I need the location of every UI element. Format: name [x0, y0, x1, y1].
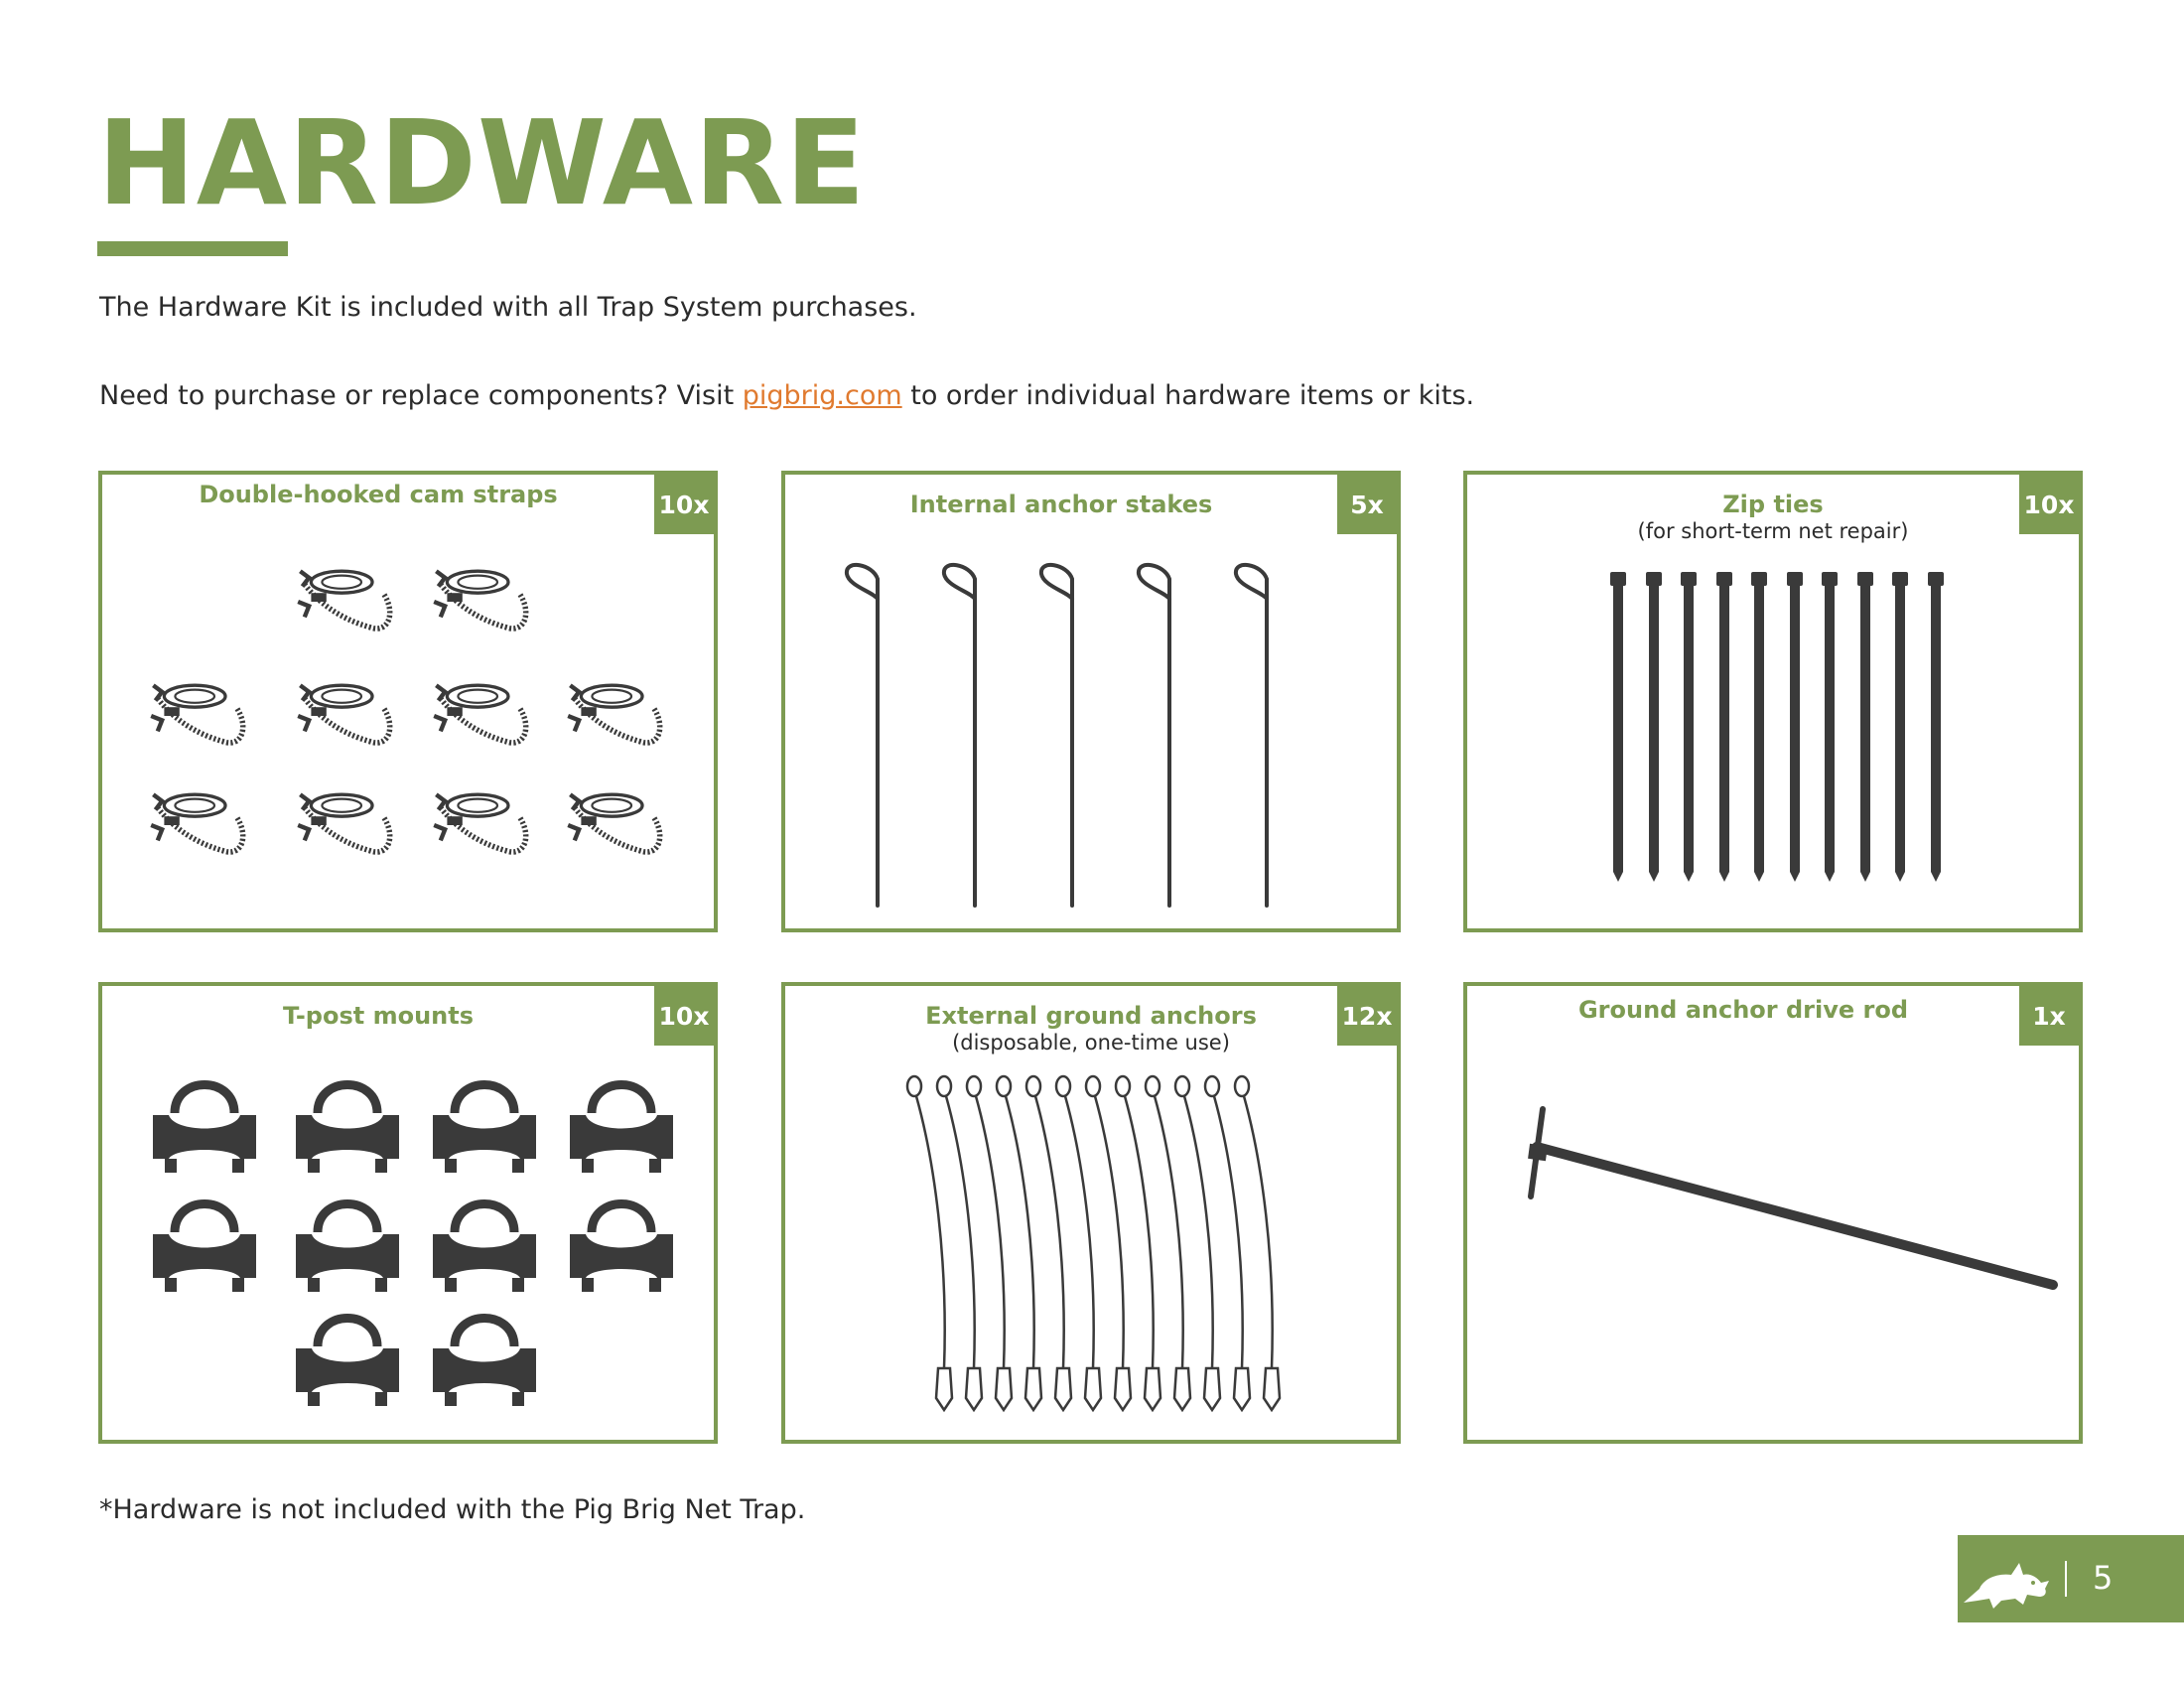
quantity-badge: 10x	[654, 986, 714, 1046]
quantity-badge: 10x	[654, 475, 714, 534]
intro-purchase-text: Need to purchase or replace components? …	[99, 380, 1474, 411]
card-title: Double-hooked cam straps	[199, 481, 558, 508]
ground-anchor-icon	[905, 1074, 1282, 1412]
card-subtitle: (disposable, one-time use)	[952, 1031, 1230, 1055]
card-t-post-mounts: T-post mounts 10x	[98, 982, 718, 1444]
running-pig-logo-icon	[1964, 1563, 2049, 1609]
title-underline	[97, 241, 288, 256]
quantity-badge: 12x	[1337, 986, 1397, 1046]
card-title: Zip ties	[1722, 491, 1824, 518]
page-number: 5	[2093, 1559, 2114, 1597]
card-internal-anchor-stakes: Internal anchor stakes 5x	[781, 471, 1401, 932]
zip-tie-icon	[1610, 572, 1944, 882]
page-footer: 5	[1958, 1535, 2184, 1622]
card-subtitle: (for short-term net repair)	[1637, 519, 1909, 543]
cam-strap-icon	[102, 475, 714, 928]
anchor-stake-icon	[845, 563, 1269, 908]
card-title: Ground anchor drive rod	[1577, 996, 1909, 1024]
intro-purchase-after: to order individual hardware items or ki…	[901, 380, 1475, 411]
drive-rod-icon	[1528, 1106, 2058, 1290]
card-zip-ties: Zip ties (for short-term net repair) 10x	[1463, 471, 2083, 932]
intro-text: The Hardware Kit is included with all Tr…	[99, 292, 917, 323]
footnote: *Hardware is not included with the Pig B…	[99, 1494, 806, 1525]
card-title: Internal anchor stakes	[909, 491, 1213, 518]
card-title: T-post mounts	[282, 1002, 474, 1030]
card-cam-straps: Double-hooked cam straps 10x	[98, 471, 718, 932]
footer-separator	[2065, 1561, 2067, 1597]
card-ground-anchor-drive-rod: Ground anchor drive rod 1x	[1463, 982, 2083, 1444]
card-title: External ground anchors	[925, 1002, 1257, 1030]
quantity-badge: 1x	[2019, 986, 2079, 1046]
t-post-mount-icon	[102, 986, 714, 1440]
quantity-badge: 10x	[2019, 475, 2079, 534]
page-title: HARDWARE	[97, 94, 867, 231]
quantity-badge: 5x	[1337, 475, 1397, 534]
pigbrig-link[interactable]: pigbrig.com	[742, 380, 902, 411]
intro-purchase-before: Need to purchase or replace components? …	[99, 380, 743, 411]
card-external-ground-anchors: External ground anchors (disposable, one…	[781, 982, 1401, 1444]
